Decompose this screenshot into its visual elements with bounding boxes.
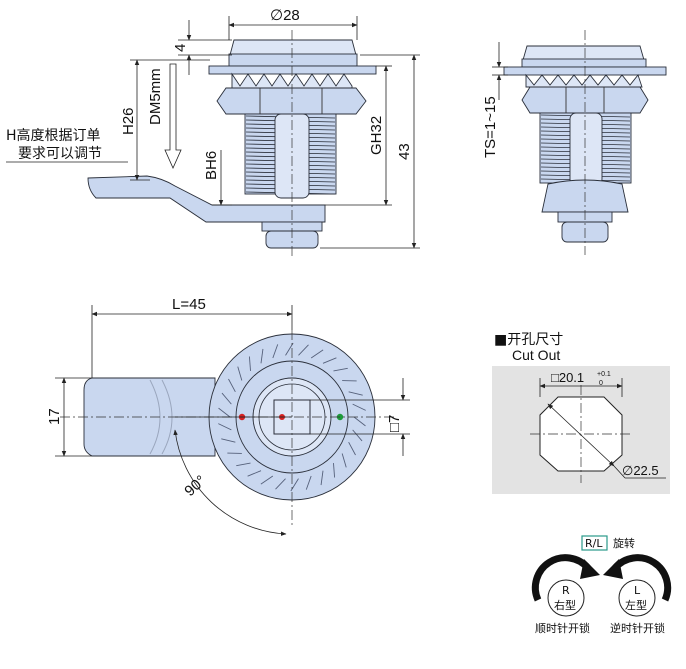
left-letter: L: [634, 584, 641, 597]
note-line1: H高度根据订单: [6, 127, 101, 144]
cutout-tol-upper: +0.1: [597, 371, 611, 378]
right-name: 右型: [554, 598, 576, 612]
dim-gh32: GH32: [368, 116, 385, 155]
front-view: [87, 30, 377, 258]
clockwise-arrow-icon: [531, 554, 591, 602]
dim-4: 4: [172, 44, 189, 52]
left-name: 左型: [625, 598, 647, 612]
dim-17: 17: [46, 408, 63, 425]
dim-diameter-28: ∅28: [270, 7, 300, 24]
rl-badge: [581, 535, 608, 551]
dim-ts: TS=1~15: [482, 96, 499, 158]
cutout-title-cn: ■开孔尺寸: [494, 332, 563, 348]
dim-dm5: DM5mm: [147, 68, 164, 125]
counterclockwise-arrow-icon: [612, 554, 672, 602]
dim-h26: H26: [120, 107, 137, 135]
cutout-width: □20.1: [551, 370, 584, 385]
front-flange: [208, 65, 377, 75]
dim-sq7: □7: [386, 415, 403, 432]
cutout-tol-lower: 0: [599, 380, 603, 387]
rl-badge-text: R/L: [585, 537, 603, 550]
right-desc: 顺时针开锁: [535, 621, 590, 635]
cutout-section: ■开孔尺寸 Cut Out □20.1 +0.1 0 ∅22.5: [492, 332, 670, 494]
rl-rotate-label: 旋转: [613, 536, 635, 550]
dim-43: 43: [396, 143, 413, 160]
cutout-diameter: ∅22.5: [622, 463, 659, 478]
front-dimensions: ∅28 4 H26 DM5mm BH6 GH32 43 H高度根据订单 要求可以…: [6, 7, 420, 249]
front-cam: [87, 175, 326, 223]
rotation-legend: R/L 旋转 R 右型 顺时针开锁 L 左型 逆时针开锁: [531, 535, 672, 635]
dim-bh6: BH6: [203, 151, 220, 180]
right-letter: R: [562, 584, 570, 597]
front-cap-base: [228, 53, 358, 67]
front-cap: [229, 39, 357, 56]
note-line2: 要求可以调节: [18, 146, 102, 162]
dm-arrow-icon: [164, 63, 182, 169]
left-desc: 逆时针开锁: [610, 621, 665, 635]
side-view: TS=1~15: [482, 30, 667, 255]
dim-l45: L=45: [172, 296, 206, 313]
front-nut: [216, 87, 367, 115]
top-view: L=45 17 □7 90°: [46, 296, 410, 536]
cutout-title-en: Cut Out: [512, 347, 560, 363]
